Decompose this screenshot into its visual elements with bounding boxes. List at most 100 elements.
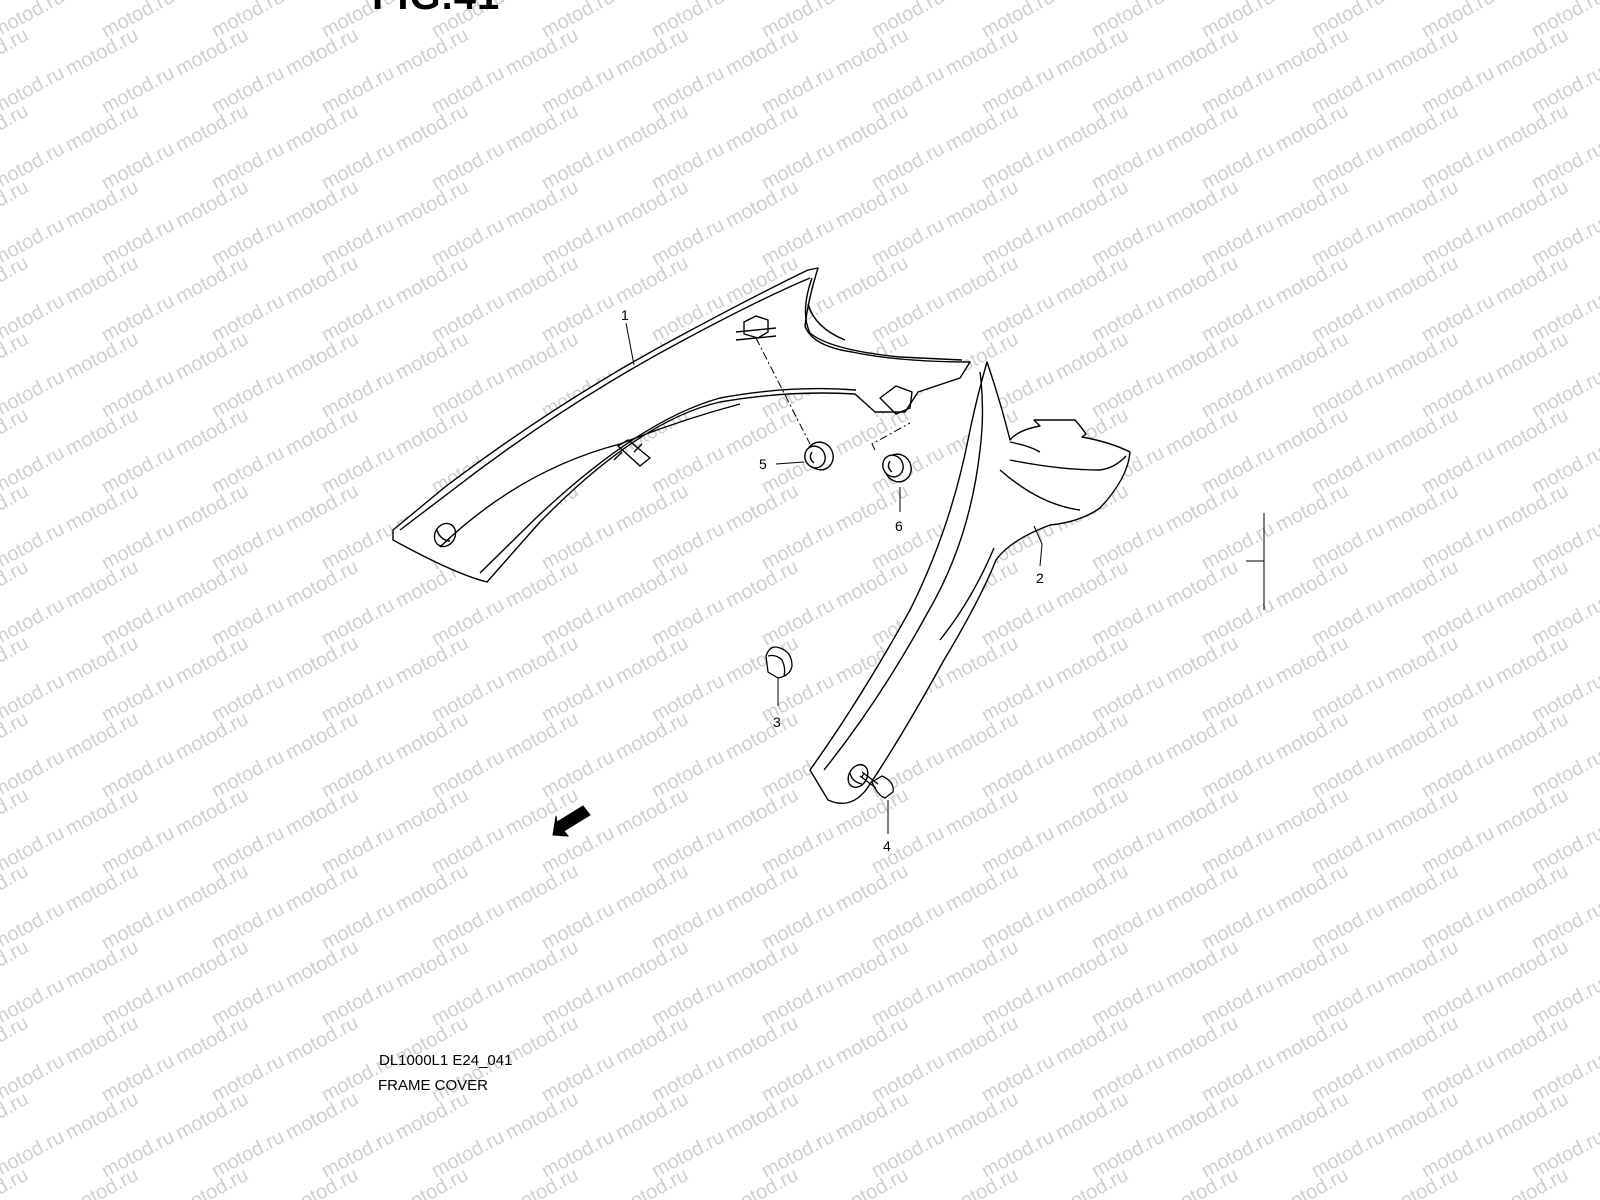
watermark-text: motod.ru — [942, 0, 1022, 4]
watermark-text: motod.ru — [0, 176, 32, 232]
watermark-text: motod.ru — [868, 898, 948, 954]
watermark-text: motod.ru — [758, 974, 838, 1030]
watermark-text: motod.ru — [428, 1126, 508, 1182]
watermark-text: motod.ru — [648, 1050, 728, 1106]
callout-5: 5 — [759, 456, 767, 472]
watermark-text: motod.ru — [1418, 746, 1498, 802]
watermark-text: motod.ru — [868, 214, 948, 270]
watermark-text: motod.ru — [1198, 62, 1278, 118]
watermark-text: motod.ru — [0, 1088, 32, 1144]
watermark-text: motod.ru — [538, 138, 618, 194]
watermark-text: motod.ru — [758, 670, 838, 726]
watermark-text: motod.ru — [318, 898, 398, 954]
watermark-text: motod.ru — [0, 404, 32, 460]
watermark-text: motod.ru — [648, 1126, 728, 1182]
watermark-text: motod.ru — [208, 214, 288, 270]
watermark-text: motod.ru — [648, 62, 728, 118]
watermark-text: motod.ru — [648, 442, 728, 498]
watermark-text: motod.ru — [0, 252, 32, 308]
watermark-text: motod.ru — [868, 290, 948, 346]
watermark-text: motod.ru — [1418, 138, 1498, 194]
watermark-text: motod.ru — [648, 670, 728, 726]
watermark-text: motod.ru — [1418, 898, 1498, 954]
watermark-text: motod.ru — [98, 746, 178, 802]
watermark-text: motod.ru — [0, 936, 32, 992]
watermark-text: motod.ru — [428, 290, 508, 346]
watermark-text: motod.ru — [978, 898, 1058, 954]
watermark-text: motod.ru — [538, 214, 618, 270]
watermark-text: motod.ru — [428, 822, 508, 878]
watermark-text: motod.ru — [722, 0, 802, 4]
watermark-text: motod.ru — [612, 0, 692, 4]
watermark-text: motod.ru — [208, 1050, 288, 1106]
watermark-text: motod.ru — [868, 1126, 948, 1182]
watermark-text: motod.ru — [868, 1050, 948, 1106]
watermark-text: motod.ru — [538, 594, 618, 650]
callout-2: 2 — [1036, 570, 1044, 586]
watermark-text: motod.ru — [1308, 1050, 1388, 1106]
watermark-text: motod.ru — [758, 518, 838, 574]
watermark-text: motod.ru — [868, 62, 948, 118]
watermark-text: motod.ru — [538, 1126, 618, 1182]
watermark-text: motod.ru — [1308, 670, 1388, 726]
watermark-text: motod.ru — [208, 138, 288, 194]
watermark-text: motod.ru — [318, 746, 398, 802]
watermark-text: motod.ru — [1198, 442, 1278, 498]
grommet-part-6 — [882, 453, 912, 483]
watermark-text: motod.ru — [1308, 138, 1388, 194]
watermark-text: motod.ru — [98, 214, 178, 270]
frame-cover-right-part — [809, 361, 1131, 804]
watermark-text: motod.ru — [1418, 594, 1498, 650]
watermark-text: motod.ru — [1088, 138, 1168, 194]
watermark-text: motod.ru — [648, 898, 728, 954]
watermark-text: motod.ru — [1198, 746, 1278, 802]
watermark-text: motod.ru — [208, 822, 288, 878]
watermark-text: motod.ru — [978, 1126, 1058, 1182]
watermark-text: motod.ru — [0, 100, 32, 156]
watermark-text: motod.ru — [98, 62, 178, 118]
watermark-text: motod.ru — [1382, 0, 1462, 4]
watermark-text: motod.ru — [538, 290, 618, 346]
watermark-text: motod.ru — [758, 822, 838, 878]
watermark-text: motod.ru — [208, 442, 288, 498]
assembly-lines — [755, 337, 911, 451]
watermark-text: motod.ru — [318, 290, 398, 346]
watermark-text: motod.ru — [868, 822, 948, 878]
watermark-text: motod.ru — [428, 366, 508, 422]
watermark-text: motod.ru — [978, 290, 1058, 346]
watermark-text: motod.ru — [208, 746, 288, 802]
watermark-text: motod.ru — [538, 518, 618, 574]
watermark-text: motod.ru — [1418, 670, 1498, 726]
screw-part — [859, 771, 894, 799]
watermark-text: motod.ru — [98, 822, 178, 878]
watermark-text: motod.ru — [1198, 974, 1278, 1030]
watermark-text: motod.ru — [1198, 518, 1278, 574]
watermark-text: motod.ru — [0, 632, 32, 688]
watermark-text: motod.ru — [428, 62, 508, 118]
watermark-text: motod.ru — [0, 480, 32, 536]
watermark-text: motod.ru — [1088, 366, 1168, 422]
watermark-text: motod.ru — [1308, 62, 1388, 118]
watermark-text: motod.ru — [538, 974, 618, 1030]
watermark-text: motod.ru — [648, 822, 728, 878]
watermark-text: motod.ru — [978, 214, 1058, 270]
watermark-text: motod.ru — [832, 0, 912, 4]
watermark-text: motod.ru — [208, 518, 288, 574]
watermark-text: motod.ru — [1308, 366, 1388, 422]
callout-6: 6 — [895, 518, 903, 534]
watermark-text: motod.ru — [318, 518, 398, 574]
watermark-text: motod.ru — [98, 1126, 178, 1182]
watermark-text: motod.ru — [1198, 1050, 1278, 1106]
watermark-text: motod.ru — [208, 898, 288, 954]
watermark-text: motod.ru — [1088, 290, 1168, 346]
watermark-text: motod.ru — [1308, 822, 1388, 878]
watermark-text: motod.ru — [62, 0, 142, 4]
watermark-text: motod.ru — [1418, 366, 1498, 422]
watermark-text: motod.ru — [98, 138, 178, 194]
watermark-text: motod.ru — [282, 0, 362, 4]
watermark-text: motod.ru — [318, 442, 398, 498]
watermark-text: motod.ru — [208, 62, 288, 118]
watermark-text: motod.ru — [1492, 0, 1572, 4]
watermark-text: motod.ru — [648, 746, 728, 802]
